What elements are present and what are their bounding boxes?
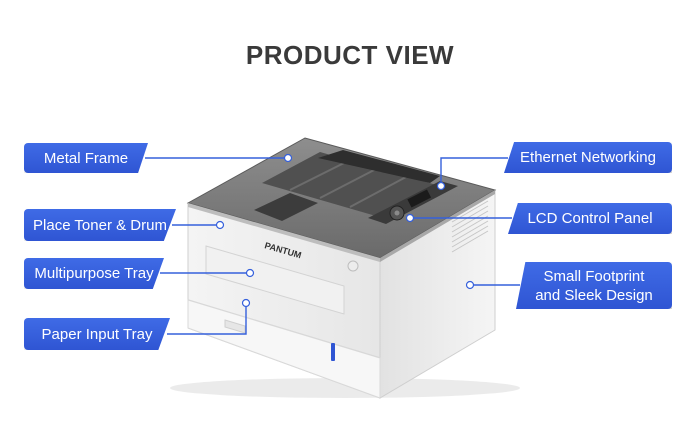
label-lcd-control-panel: LCD Control Panel [508, 203, 672, 234]
label-paper-input-tray: Paper Input Tray [24, 318, 170, 350]
tray-handle [224, 319, 246, 334]
tray-ribs [289, 159, 407, 208]
label-small-footprint: Small Footprint and Sleek Design [516, 262, 672, 309]
dot-footprint [465, 280, 475, 290]
lid-rim [188, 203, 380, 262]
label-toner-drum: Place Toner & Drum [24, 209, 176, 241]
label-metal-frame: Metal Frame [24, 143, 148, 173]
dot-toner-drum [215, 220, 225, 230]
leader-dots [215, 153, 475, 308]
dot-multipurpose-tray [245, 268, 255, 278]
dot-metal-frame [283, 153, 293, 163]
output-tray [262, 152, 440, 218]
label-multipurpose-tray: Multipurpose Tray [24, 258, 164, 289]
rear-slot [318, 150, 440, 183]
label-ethernet-networking: Ethernet Networking [504, 142, 672, 173]
dot-paper-input [241, 298, 251, 308]
power-button [347, 260, 359, 272]
dot-lcd-panel [405, 213, 415, 223]
page-title: PRODUCT VIEW [245, 40, 455, 70]
lcd-screen [407, 189, 432, 208]
dot-ethernet [436, 181, 446, 191]
mp-tray-door [205, 245, 345, 315]
vent-dots [451, 200, 489, 253]
leader-paper-input [167, 303, 247, 335]
leader-ethernet [440, 157, 508, 186]
leader-lines [145, 157, 520, 335]
panel-button [394, 210, 400, 216]
printer-shadow [170, 378, 520, 398]
paper-level-indicator [331, 343, 335, 361]
paper-stop [254, 193, 318, 221]
lid-rim-side [380, 190, 495, 262]
